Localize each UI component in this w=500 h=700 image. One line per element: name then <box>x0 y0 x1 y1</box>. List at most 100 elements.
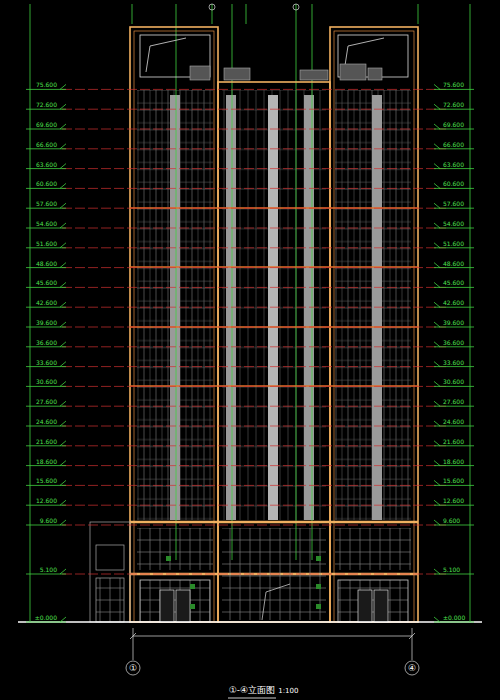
level-line <box>434 569 440 574</box>
level-line <box>60 381 66 386</box>
level-line <box>434 520 440 525</box>
level-line <box>434 617 440 622</box>
level-elevation: 5.100 <box>39 566 58 573</box>
level-line <box>434 223 440 228</box>
level-elevation: 18.600 <box>442 458 465 465</box>
level-elevation: 42.600 <box>35 299 58 306</box>
level-line <box>62 109 446 110</box>
level-line <box>62 89 446 90</box>
level-line <box>434 480 440 485</box>
level-line <box>60 164 66 169</box>
drawing-title: ①-④立面图 <box>229 685 275 696</box>
level-elevation: 21.600 <box>35 438 58 445</box>
level-elevation: 21.600 <box>442 438 465 445</box>
level-elevation: 69.600 <box>35 121 58 128</box>
level-line <box>60 124 66 129</box>
level-line <box>62 445 446 446</box>
level-elevation: 24.600 <box>442 418 465 425</box>
level-line <box>60 362 66 367</box>
level-line <box>434 441 440 446</box>
level-line <box>60 461 66 466</box>
level-elevation: 75.600 <box>35 81 58 88</box>
level-line <box>434 124 440 129</box>
level-line <box>434 461 440 466</box>
level-line <box>60 520 66 525</box>
level-line <box>62 327 446 328</box>
level-elevation: 75.600 <box>442 81 465 88</box>
level-elevation: 48.600 <box>442 260 465 267</box>
level-line <box>434 362 440 367</box>
level-elevation: 60.600 <box>35 180 58 187</box>
level-line <box>62 406 446 407</box>
level-line <box>62 287 446 288</box>
level-line <box>434 104 440 109</box>
level-elevation: 33.600 <box>35 359 58 366</box>
level-elevation: 57.600 <box>442 200 465 207</box>
level-line <box>434 263 440 268</box>
level-line <box>60 243 66 248</box>
level-line <box>60 144 66 149</box>
level-line <box>434 381 440 386</box>
level-line <box>434 322 440 327</box>
level-elevation: 30.600 <box>35 378 58 385</box>
level-elevation: 5.100 <box>442 566 461 573</box>
level-line <box>434 421 440 426</box>
level-elevation: 15.600 <box>442 477 465 484</box>
level-elevation: 42.600 <box>442 299 465 306</box>
level-line <box>434 282 440 287</box>
level-line <box>434 203 440 208</box>
level-elevation: 9.600 <box>442 517 461 524</box>
level-line <box>60 302 66 307</box>
level-line <box>60 480 66 485</box>
level-line <box>62 426 446 427</box>
level-elevation: 27.600 <box>442 398 465 405</box>
level-line <box>60 500 66 505</box>
level-elevation: 15.600 <box>35 477 58 484</box>
level-line <box>62 465 446 466</box>
level-line <box>62 346 446 347</box>
level-line <box>60 421 66 426</box>
level-line <box>62 307 446 308</box>
axis-number: ④ <box>405 663 419 673</box>
level-elevation: 72.600 <box>35 101 58 108</box>
level-line <box>62 168 446 169</box>
level-line <box>60 401 66 406</box>
level-elevation: 39.600 <box>442 319 465 326</box>
level-line <box>60 569 66 574</box>
level-line <box>434 144 440 149</box>
level-elevation: 66.600 <box>442 141 465 148</box>
level-line <box>62 485 446 486</box>
level-elevation: 69.600 <box>442 121 465 128</box>
level-line <box>62 148 446 149</box>
scale-note: 1:100 <box>278 686 298 697</box>
level-line <box>60 84 66 89</box>
level-line <box>30 4 31 622</box>
level-line <box>62 129 446 130</box>
level-elevation: 72.600 <box>442 101 465 108</box>
level-line <box>62 247 446 248</box>
level-line <box>434 164 440 169</box>
level-elevation: 39.600 <box>35 319 58 326</box>
level-elevation: 18.600 <box>35 458 58 465</box>
level-line <box>470 4 471 622</box>
level-line <box>62 208 446 209</box>
level-line <box>60 104 66 109</box>
level-line <box>434 342 440 347</box>
level-line <box>434 243 440 248</box>
level-line <box>62 188 446 189</box>
level-elevation: 54.600 <box>35 220 58 227</box>
level-elevation: 45.600 <box>442 279 465 286</box>
level-line <box>434 302 440 307</box>
level-elevation: 36.600 <box>35 339 58 346</box>
level-line <box>62 267 446 268</box>
level-line <box>60 322 66 327</box>
level-elevation: ±0.000 <box>442 614 466 621</box>
axis-number: ① <box>126 663 140 673</box>
level-line <box>60 203 66 208</box>
level-elevation: 60.600 <box>442 180 465 187</box>
level-elevation: 12.600 <box>442 497 465 504</box>
level-elevation: 27.600 <box>35 398 58 405</box>
level-line <box>62 574 446 575</box>
level-elevation: 51.600 <box>442 240 465 247</box>
